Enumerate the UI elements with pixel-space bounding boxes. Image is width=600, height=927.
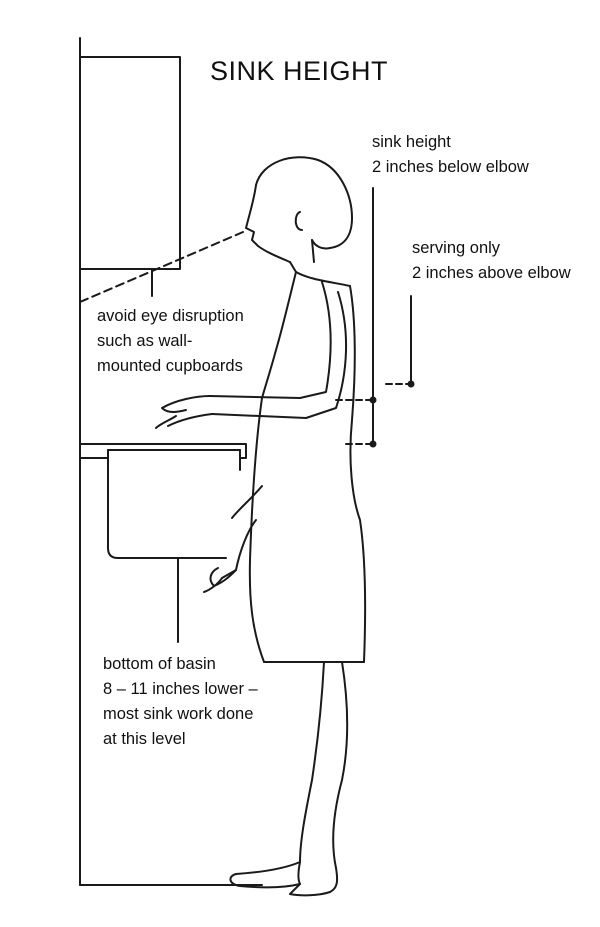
eye-disruption-note: avoid eye disruption such as wall- mount… [97,304,244,379]
note-line: serving only [412,239,501,257]
eye-line [79,231,244,303]
diagram-title: SINK HEIGHT [210,56,389,86]
woman-figure [155,156,367,897]
wall-cupboard [79,56,181,270]
note-line: most sink work done [103,705,254,723]
sink-height-note: sink height 2 inches below elbow [372,130,529,180]
note-line: at this level [103,730,186,748]
counter-and-sink [79,443,247,559]
note-line: sink height [372,133,451,151]
basin-bottom-note: bottom of basin 8 – 11 inches lower – mo… [103,652,258,752]
note-line: 2 inches above elbow [412,264,571,282]
dimension-lines [151,187,415,643]
note-line: avoid eye disruption [97,307,244,325]
note-line: such as wall- [97,332,193,350]
note-line: bottom of basin [103,655,216,673]
note-line: 2 inches below elbow [372,158,529,176]
note-line: mounted cupboards [97,357,243,375]
note-line: 8 – 11 inches lower – [103,680,258,698]
serving-only-note: serving only 2 inches above elbow [412,236,571,286]
